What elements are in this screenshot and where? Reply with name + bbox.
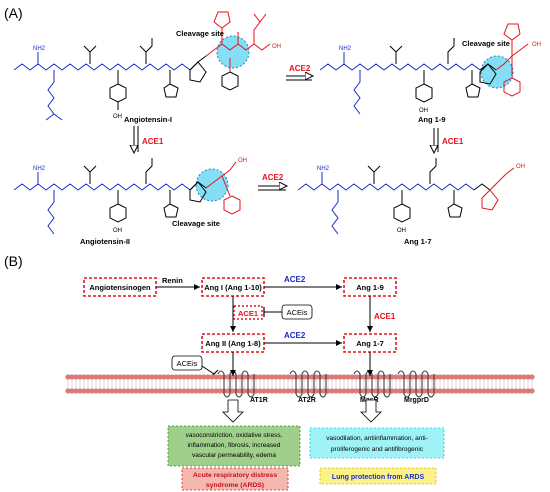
edge-ace2-top-label: ACE2 xyxy=(284,275,306,284)
aceis-2-label: ACEis xyxy=(177,359,198,368)
ace2-bottom-label: ACE2 xyxy=(262,173,284,182)
ang2-name: Angiotensin-II xyxy=(80,237,130,246)
angiotensin-i-structure xyxy=(13,11,271,121)
protect-box: vasodilation, antiinflammation, anti- pr… xyxy=(309,427,445,459)
ace1-right-label: ACE1 xyxy=(442,137,464,146)
ards-line-1: Acute respiratory distress xyxy=(193,472,277,479)
ang19-oh-tyr-label: OH xyxy=(419,108,428,114)
edge-ace1-left-label: ACE1 xyxy=(238,309,258,318)
ang19-nh2-label: NH2 xyxy=(339,46,352,52)
node-angiotensinogen: Angiotensinogen xyxy=(83,277,157,297)
ace2-top-label: ACE2 xyxy=(289,64,311,73)
edge-renin-label: Renin xyxy=(162,276,183,285)
receptor-mrgprd xyxy=(397,370,435,398)
ace1-arrow-left xyxy=(134,126,139,152)
ang17-oh-label: OH xyxy=(516,164,525,170)
node-ang17-label: Ang 1-7 xyxy=(356,339,384,348)
ang-1-7-structure xyxy=(297,158,515,235)
receptor-at2r-label: AT2R xyxy=(298,397,316,404)
ang1-name: Angiotensin-I xyxy=(124,115,172,124)
node-angiotensinogen-label: Angiotensinogen xyxy=(89,283,151,292)
ards-box: Acute respiratory distress syndrome (ARD… xyxy=(181,467,289,491)
edge-ace2-mid-label: ACE2 xyxy=(284,331,306,340)
lipid-head xyxy=(529,374,535,380)
ang2-nh2-label: NH2 xyxy=(33,166,46,172)
ace1-left-label: ACE1 xyxy=(142,137,164,146)
down-arrow-harm xyxy=(222,399,244,423)
panel-b-label: (B) xyxy=(4,253,23,269)
node-ang1: Ang I (Ang 1-10) xyxy=(201,277,265,297)
aceis-1-label: ACEis xyxy=(287,308,308,317)
ace2-arrow-bottom xyxy=(258,186,286,190)
panel-a-label: (A) xyxy=(4,5,23,21)
ang1-oh-label: OH xyxy=(113,114,122,120)
node-ang2: Ang II (Ang 1-8) xyxy=(201,333,265,353)
harm-line-3: vascular permeability, edema xyxy=(192,452,276,459)
ace1-arrow-right xyxy=(434,128,439,152)
ang19-oh-label: OH xyxy=(532,42,541,48)
cleavage-label-ang19: Cleavage site xyxy=(462,39,510,48)
down-arrow-protect xyxy=(360,399,382,423)
ang1-cooh-label: OH xyxy=(272,44,281,50)
ang2-oh-tyr-label: OH xyxy=(113,228,122,234)
inhibit-aceis-1: ACEis xyxy=(263,304,313,320)
protect-line-1: vasodilation, antiinflammation, anti- xyxy=(326,435,428,442)
harm-line-1: vasoconstriction, oxidative stress, xyxy=(186,432,283,439)
cleavage-circle-ang1 xyxy=(216,35,250,69)
lipid-head xyxy=(529,388,535,394)
ang2-oh-label: OH xyxy=(238,158,247,164)
ards-line-2: syndrome (ARDS) xyxy=(206,482,264,489)
ang17-oh-tyr-label: OH xyxy=(397,228,406,234)
receptor-masr xyxy=(353,352,391,398)
receptor-at1r-label: AT1R xyxy=(250,397,268,404)
ace2-arrow-top xyxy=(286,76,312,80)
edge-ace1-right-label: ACE1 xyxy=(374,312,396,321)
node-ang19: Ang 1-9 xyxy=(343,277,397,297)
harm-line-2: inflammation, fibrosis, increased xyxy=(188,442,281,449)
cleavage-circle-ang19 xyxy=(480,55,514,89)
ang1-nh2-label: NH2 xyxy=(33,46,46,52)
node-ang1-label: Ang I (Ang 1-10) xyxy=(204,283,262,292)
ang-1-9-structure xyxy=(319,23,529,115)
ace1-box: ACE1 xyxy=(233,305,263,320)
node-ang19-label: Ang 1-9 xyxy=(356,283,384,292)
cleavage-label-ang2: Cleavage site xyxy=(172,219,220,228)
receptor-at1r xyxy=(217,352,255,398)
receptor-at2r xyxy=(289,370,327,398)
node-ang17: Ang 1-7 xyxy=(343,333,397,353)
protect-line-2: proliferogenic and antifibrogenic xyxy=(331,446,424,453)
ang19-name: Ang 1-9 xyxy=(418,115,446,124)
cleavage-label-ang1: Cleavage site xyxy=(176,29,224,38)
inhibit-aceis-2: ACEis xyxy=(171,355,219,379)
ang17-nh2-label: NH2 xyxy=(317,166,330,172)
cell-membrane xyxy=(65,374,535,394)
lung-label: Lung protection from ARDS xyxy=(332,474,425,481)
receptor-mrgprd-label: MrgprD xyxy=(404,397,429,404)
node-ang2-label: Ang II (Ang 1-8) xyxy=(205,339,261,348)
lung-box: Lung protection from ARDS xyxy=(319,467,437,485)
ang17-name: Ang 1-7 xyxy=(404,237,432,246)
angiotensin-ii-structure xyxy=(13,158,241,235)
harm-box: vasoconstriction, oxidative stress, infl… xyxy=(167,425,301,467)
